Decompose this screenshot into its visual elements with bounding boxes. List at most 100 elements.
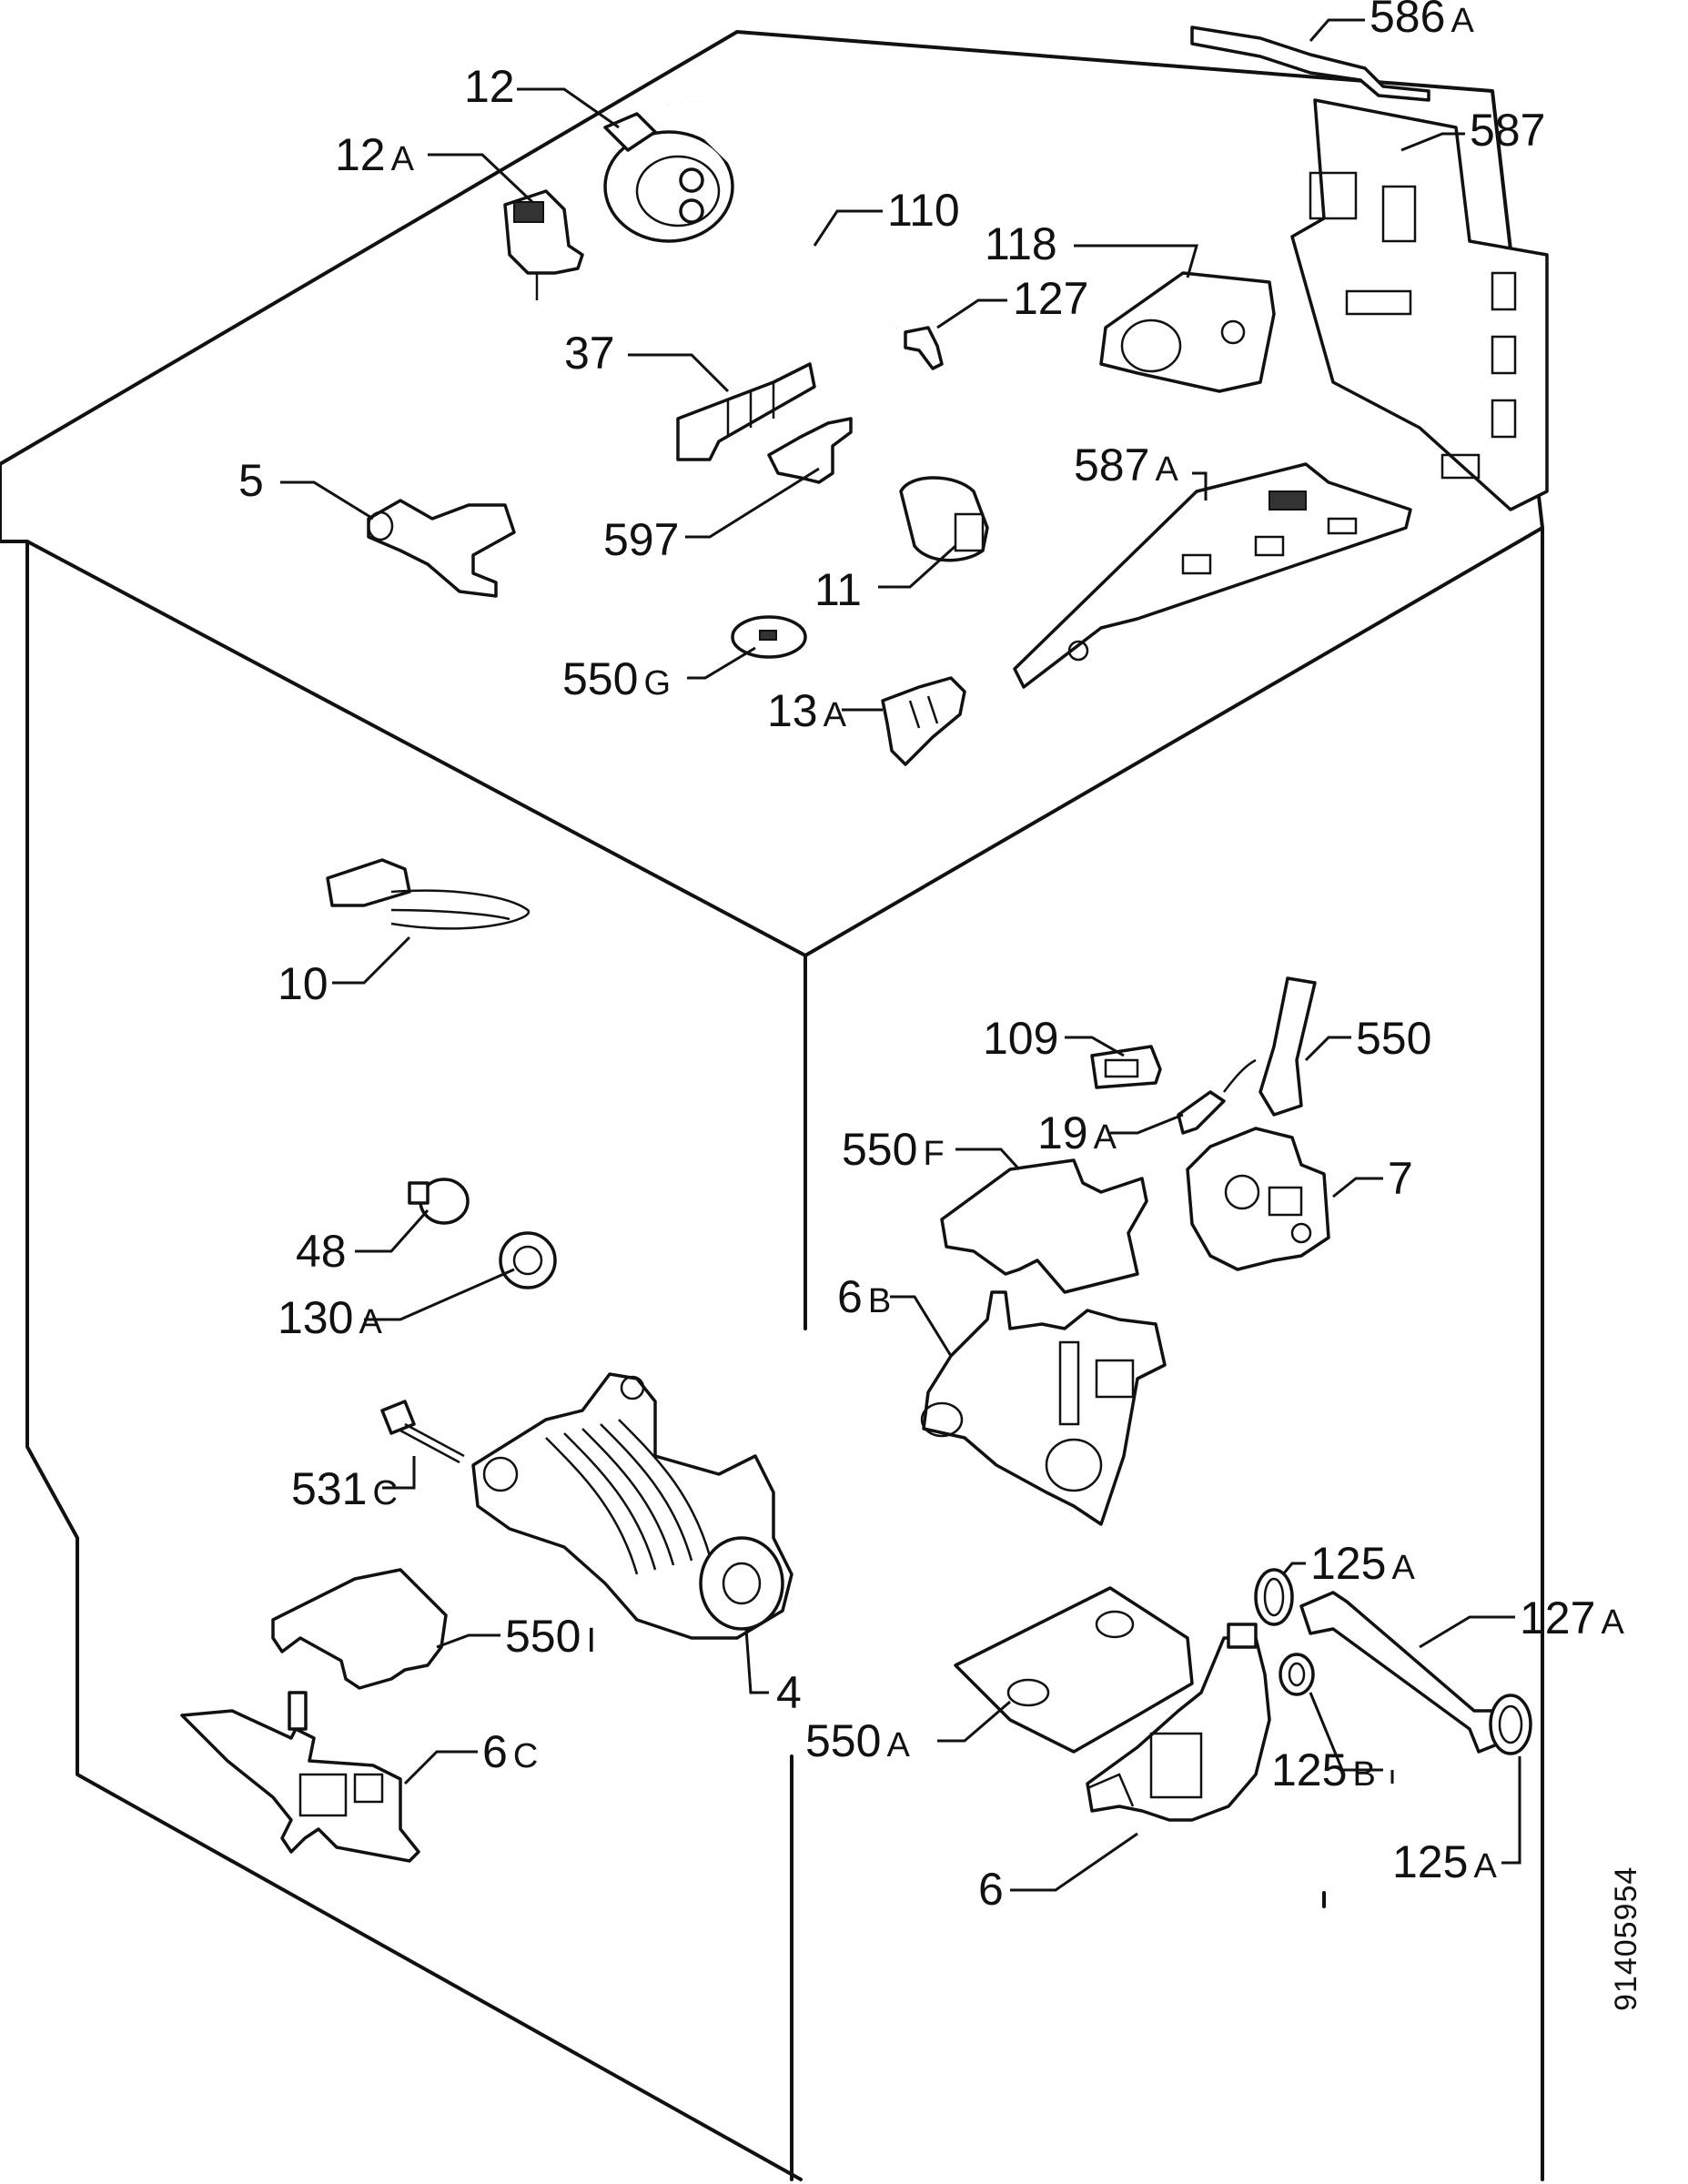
part-number: 550: [842, 1124, 917, 1175]
part-number: 10: [278, 958, 329, 1009]
part-label-48: 48: [296, 1226, 347, 1277]
part-suffix: B: [1352, 1755, 1375, 1794]
part-number: 127: [1013, 273, 1088, 324]
part-label-6: 6: [978, 1864, 1004, 1915]
heating-element-part: [326, 858, 531, 930]
part-number: 125: [1271, 1744, 1347, 1795]
cable-clip-part: [1090, 1045, 1162, 1089]
part-number: 125: [1310, 1538, 1386, 1589]
part-number: 550: [1356, 1013, 1431, 1064]
part-label-12: 12: [464, 61, 515, 112]
part-suffix: A: [886, 1726, 910, 1764]
part-label-11: 11: [814, 564, 862, 615]
part-suffix: A: [1391, 1549, 1415, 1587]
part-number: 109: [983, 1013, 1058, 1064]
part-suffix: A: [1155, 450, 1178, 489]
part-label-597: 597: [603, 514, 679, 565]
pressure-switch-small-part: [503, 189, 584, 300]
part-number: 37: [564, 328, 615, 379]
insulation-pad-part: [954, 1586, 1194, 1754]
motor-part: [471, 1372, 793, 1640]
knob-insert-part: [499, 1231, 557, 1289]
cover-bracket-part: [940, 1158, 1148, 1294]
leader-lines: [280, 18, 1521, 1892]
part-number: 531: [291, 1463, 367, 1514]
part-label-7: 7: [1388, 1153, 1413, 1204]
part-number: 110: [887, 185, 960, 236]
programmer-part: [1099, 271, 1276, 393]
part-label-127: 127: [1013, 273, 1088, 324]
disc-part: [731, 615, 807, 659]
part-number: 6: [482, 1726, 508, 1777]
part-number: 586: [1370, 0, 1445, 42]
part-label-110: 110: [887, 185, 960, 236]
hose-nozzle-part: [904, 326, 944, 370]
part-label-5: 5: [238, 455, 264, 506]
part-suffix: A: [1601, 1603, 1624, 1642]
part-suffix: I: [586, 1622, 596, 1660]
part-suffix: C: [513, 1737, 538, 1775]
part-number: 587: [1074, 440, 1149, 490]
part-number: 550: [562, 653, 638, 704]
control-panel-frame-part: [1290, 98, 1549, 511]
seal-ring-bottom-part: [1489, 1694, 1532, 1755]
part-number: 6: [978, 1864, 1004, 1915]
part-suffix: A: [1094, 1118, 1117, 1157]
seal-ring-small-part: [1279, 1653, 1315, 1696]
part-number: 12: [335, 129, 386, 180]
drawing-number: 91405954: [1609, 1866, 1643, 2011]
part-number: 130: [278, 1292, 353, 1343]
part-suffix: C: [372, 1474, 397, 1512]
part-suffix: B: [868, 1282, 891, 1320]
part-number: 13: [767, 685, 818, 736]
part-label-109: 109: [983, 1013, 1058, 1064]
control-bracket-part: [1190, 25, 1430, 102]
part-number: 597: [603, 514, 679, 565]
ntc-sensor-part: [1177, 1058, 1257, 1135]
pump-assembly-part: [920, 1290, 1167, 1526]
part-label-4: 4: [776, 1667, 802, 1718]
drain-pump-part: [180, 1691, 420, 1863]
part-label-550: 550: [1356, 1013, 1431, 1064]
part-number: 12: [464, 61, 515, 112]
part-number: 48: [296, 1226, 347, 1277]
part-suffix: A: [391, 140, 415, 178]
cabinet-outline: [0, 30, 1544, 2181]
capacitor-part: [899, 476, 989, 562]
clip-part: [767, 417, 853, 484]
part-number: 11: [814, 564, 862, 615]
part-suffix: F: [923, 1135, 944, 1173]
motor-cover-part: [271, 1568, 448, 1690]
part-suffix: A: [1473, 1847, 1497, 1886]
part-number: 5: [238, 455, 264, 506]
thermostat-part: [408, 1178, 470, 1225]
part-number: 19: [1037, 1107, 1088, 1158]
electronic-board-part: [1013, 462, 1412, 689]
part-number: 587: [1470, 105, 1545, 156]
part-suffix: A: [1450, 2, 1474, 40]
door-lock-arm-part: [1258, 976, 1317, 1117]
drain-pump-main-part: [1086, 1623, 1271, 1822]
part-label-118: 118: [985, 218, 1057, 269]
part-number: 125: [1392, 1836, 1468, 1887]
part-number: 118: [985, 218, 1057, 269]
part-label-10: 10: [278, 958, 329, 1009]
part-suffix: G: [643, 664, 671, 703]
